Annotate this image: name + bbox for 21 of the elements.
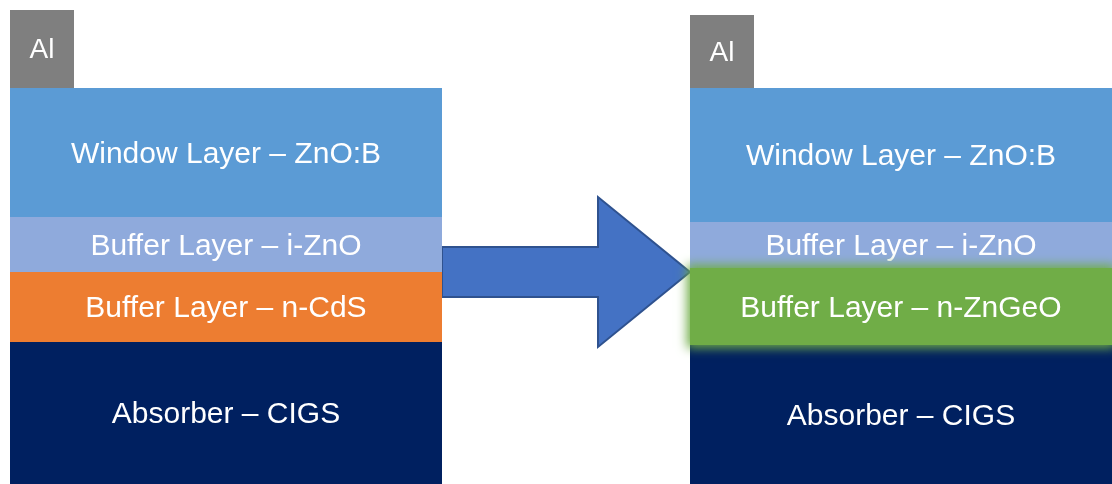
absorber-layer [10,342,442,484]
window-layer [690,88,1112,222]
buffer-layer [690,222,1112,268]
buffer-layer [690,268,1112,345]
metal-contact [690,15,754,88]
layer-label: Buffer Layer – i-ZnO [765,228,1037,262]
layer-label: Al [709,35,735,68]
layer-label: Al [29,33,55,65]
absorber-layer [690,345,1112,484]
metal-contact [10,10,74,88]
window-layer [10,88,442,217]
block-arrow [441,194,692,350]
layer-label: Absorber – CIGS [111,396,341,430]
layer-label: Buffer Layer – i-ZnO [90,227,362,262]
layer-label: Window Layer – ZnO:B [70,135,382,170]
layer-label: Buffer Layer – n-CdS [85,290,367,324]
buffer-layer [10,217,442,272]
buffer-layer [10,272,442,342]
layer-label: Buffer Layer – n-ZnGeO [740,289,1062,324]
layer-label: Absorber – CIGS [786,397,1016,432]
layer-label: Window Layer – ZnO:B [745,138,1057,172]
